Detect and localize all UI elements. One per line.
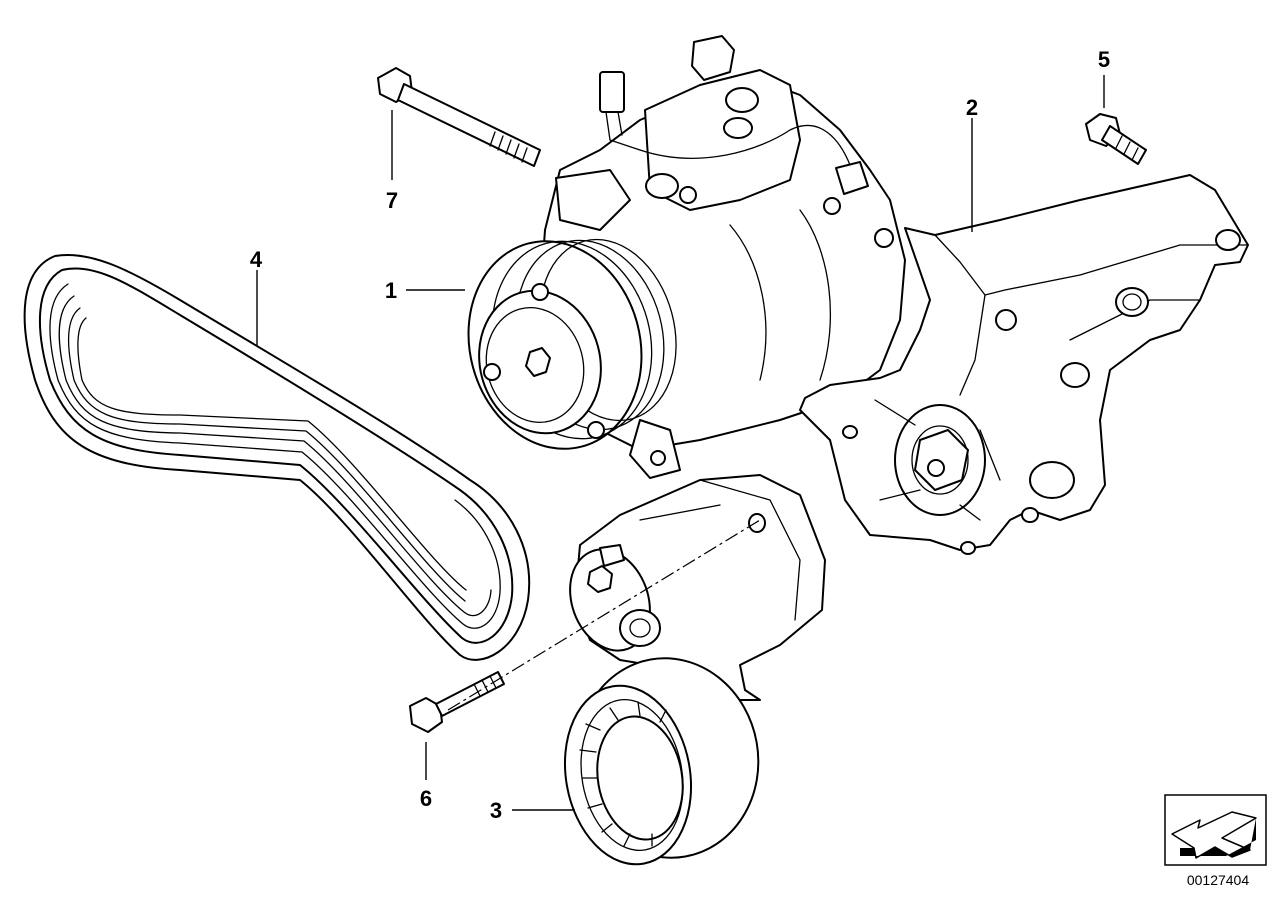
callout-2: 2 — [966, 95, 978, 120]
callout-3: 3 — [490, 798, 502, 823]
mounting-bracket[interactable] — [799, 174, 1249, 555]
long-bolt[interactable] — [377, 67, 541, 167]
belt-tensioner[interactable] — [551, 474, 826, 874]
callout-6: 6 — [420, 786, 432, 811]
callout-1: 1 — [385, 278, 397, 303]
tensioner-bolt[interactable] — [409, 671, 505, 733]
callout-7: 7 — [386, 188, 398, 213]
drive-belt[interactable] — [23, 254, 531, 661]
callout-5: 5 — [1098, 47, 1110, 72]
callout-4: 4 — [250, 247, 263, 272]
direction-arrow-icon — [1164, 794, 1267, 866]
diagram-reference-number: 00127404 — [1187, 872, 1250, 888]
ac-compressor[interactable] — [446, 35, 906, 479]
short-bolt[interactable] — [1085, 113, 1147, 165]
assembly-axis-line — [447, 519, 761, 711]
